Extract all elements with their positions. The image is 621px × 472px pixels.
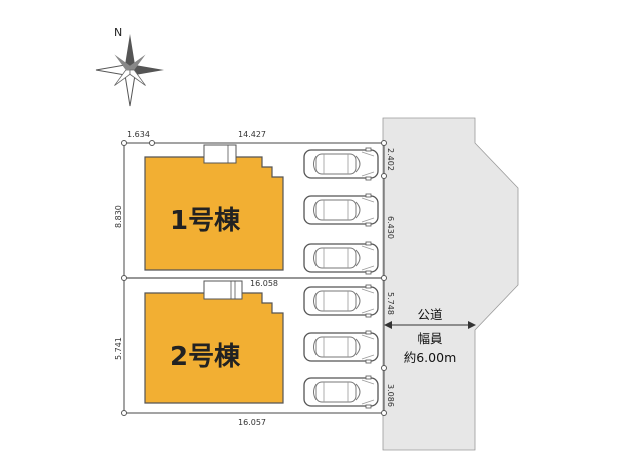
building-1 — [144, 156, 284, 271]
car-icon — [303, 193, 379, 227]
building-2 — [144, 292, 284, 404]
lot-2-boundary — [123, 277, 385, 414]
dim-right-top: 2.402 — [386, 148, 395, 171]
car-icon — [303, 284, 379, 318]
building-2-label: 2号棟 — [170, 342, 241, 372]
road-width-value: 約6.00m — [404, 350, 457, 365]
dim-bottom-width: 16.057 — [238, 418, 266, 427]
building-2-entrance — [203, 280, 243, 300]
road-width-arrow — [384, 321, 476, 329]
dim-right-mid-upper: 6.430 — [386, 216, 395, 239]
dim-middle-width: 16.058 — [250, 279, 278, 288]
building-1-entrance — [203, 144, 237, 164]
public-road — [382, 117, 519, 451]
dim-top-width: 14.427 — [238, 130, 266, 139]
dim-right-bottom: 3.086 — [386, 384, 395, 407]
car-icon — [303, 330, 379, 364]
survey-points — [121, 140, 387, 416]
north-label: N — [114, 26, 122, 39]
dim-right-mid-lower: 5.748 — [386, 292, 395, 315]
car-icon — [303, 241, 379, 275]
dim-left-lower-depth: 5.741 — [114, 337, 123, 360]
car-icon — [303, 375, 379, 409]
compass-rose-icon — [95, 34, 164, 107]
road-width-label: 幅員 — [417, 331, 443, 346]
building-1-label: 1号棟 — [170, 206, 241, 236]
car-icon — [303, 147, 379, 181]
dim-top-left-offset: 1.634 — [127, 130, 150, 139]
dim-left-upper-depth: 8.830 — [114, 205, 123, 228]
road-label: 公道 — [417, 307, 443, 322]
